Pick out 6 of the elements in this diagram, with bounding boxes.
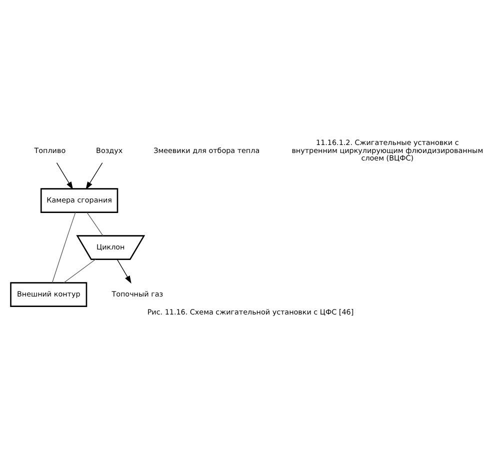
- connector: [52, 212, 76, 284]
- arrow: [116, 259, 132, 284]
- connector: [63, 259, 96, 284]
- connector: [86, 212, 104, 236]
- arrow: [86, 162, 103, 190]
- arrow: [56, 162, 74, 190]
